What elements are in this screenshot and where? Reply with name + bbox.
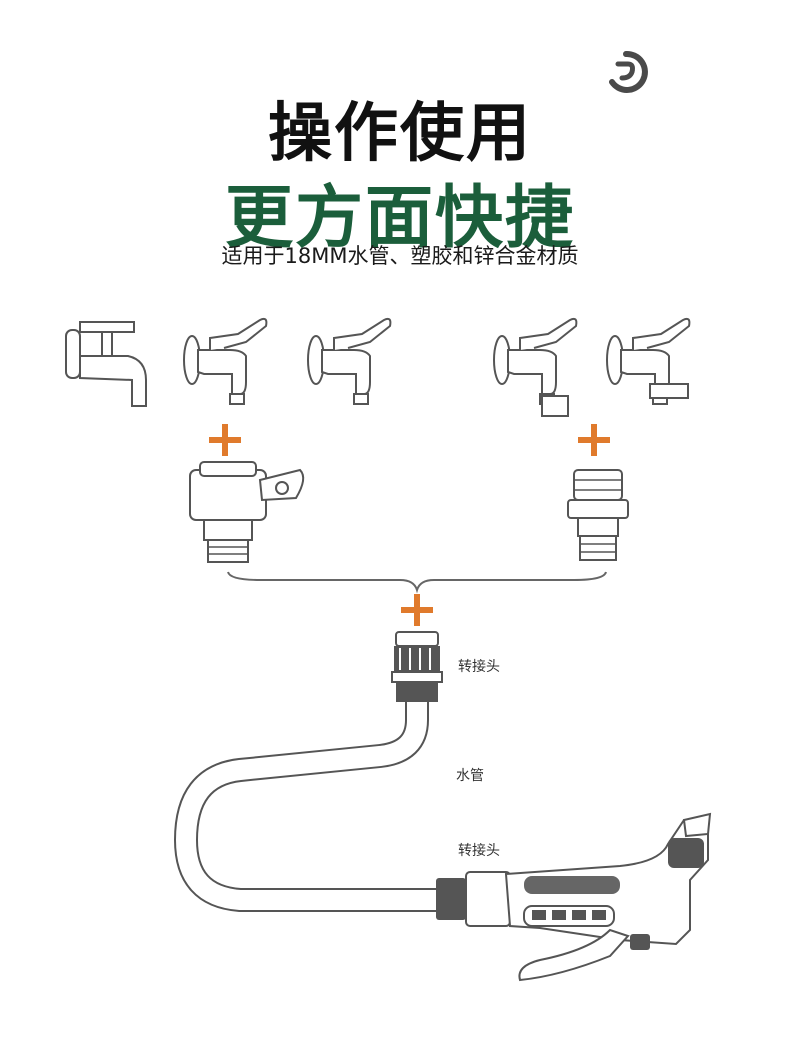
faucet-icon xyxy=(183,317,268,405)
brand-logo-icon xyxy=(609,50,648,93)
faucet-icon xyxy=(307,317,392,405)
plus-icon xyxy=(401,594,433,626)
plus-icon xyxy=(578,424,610,456)
faucet-icon xyxy=(493,317,578,405)
connector-icon xyxy=(189,461,305,563)
connector-icon xyxy=(567,469,629,561)
page-title: 操作使用 xyxy=(268,97,532,171)
hose-label: 水管 xyxy=(456,768,484,784)
spray-gun-icon xyxy=(436,812,712,982)
thread-tip-icon xyxy=(541,395,569,417)
merge-bracket xyxy=(227,571,607,594)
thread-tip-icon xyxy=(649,383,689,399)
page-subtitle-green: 更方面快捷 xyxy=(224,179,575,258)
connector-icon xyxy=(391,631,443,702)
faucet-icon xyxy=(65,321,147,407)
top-connector-label: 转接头 xyxy=(458,659,500,675)
bottom-connector-label: 转接头 xyxy=(458,843,500,859)
material-note: 适用于18MM水管、塑胶和锌合金材质 xyxy=(221,244,579,268)
hose-icon xyxy=(173,702,440,912)
plus-icon xyxy=(209,424,241,456)
